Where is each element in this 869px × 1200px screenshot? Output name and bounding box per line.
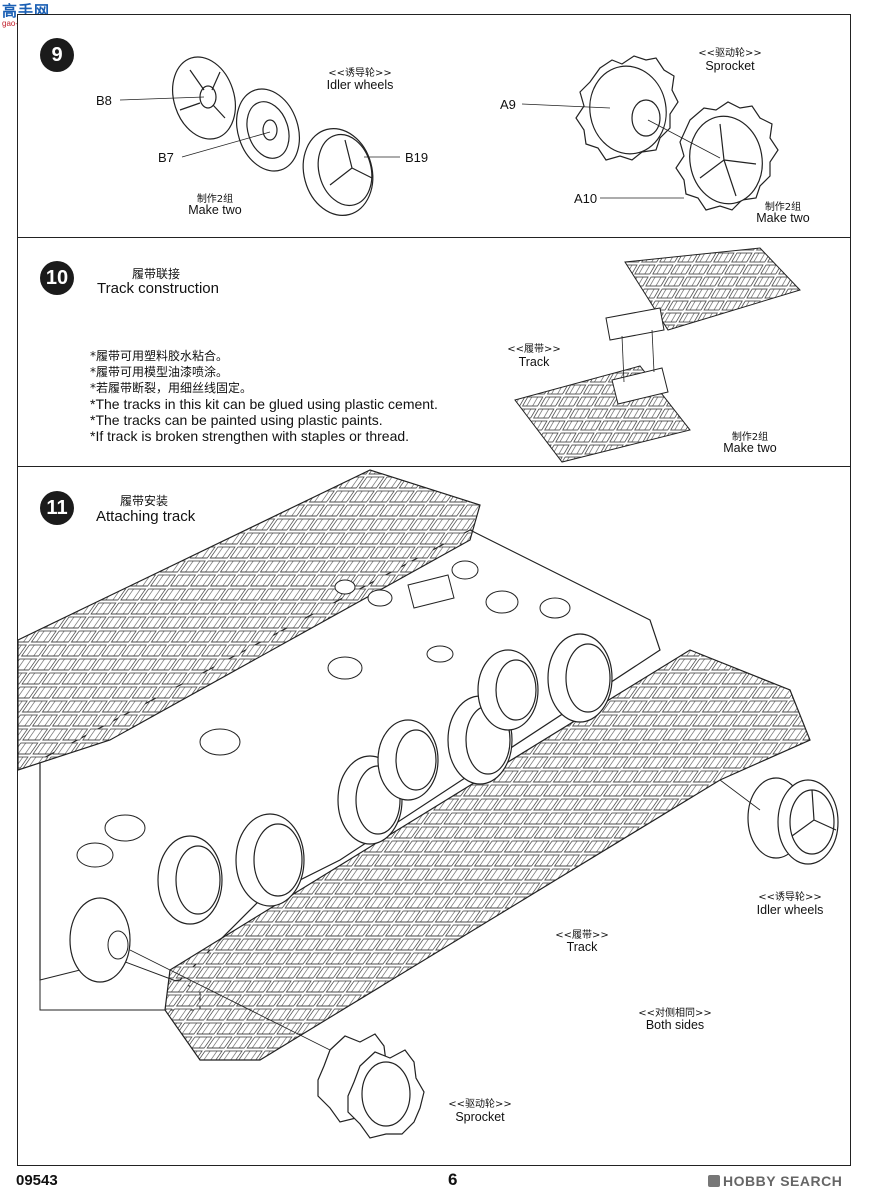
step-11-track-en: Track — [566, 940, 598, 954]
note-cn-2: *履带可用模型油漆喷涂。 — [90, 365, 229, 379]
step-10-number: 10 — [40, 261, 74, 295]
attaching-track-drawing — [17, 469, 839, 1139]
part-b7: B7 — [158, 150, 174, 165]
step-11-title-cn: 履带安装 — [120, 494, 169, 508]
step-11-sprocket-cn: <<驱动轮>> — [448, 1099, 512, 1110]
track-construction-drawing — [514, 247, 801, 463]
step-10-title-cn: 履带联接 — [132, 267, 181, 281]
make-two-right-cn: 制作2组 — [764, 202, 802, 213]
idler-wheel-drawing — [119, 55, 779, 217]
note-en-3: *If track is broken strengthen with stap… — [90, 428, 410, 444]
sprocket-label-en: Sprocket — [705, 59, 755, 73]
note-en-1: *The tracks in this kit can be glued usi… — [90, 396, 438, 412]
watermark-icon — [708, 1175, 720, 1187]
step-11-title-en: Attaching track — [96, 508, 196, 525]
watermark-text: HOBBY SEARCH — [723, 1173, 843, 1189]
step-10-make-two-en: Make two — [723, 441, 777, 455]
make-two-right-en: Make two — [756, 211, 810, 225]
step-11-idler-cn: <<诱导轮>> — [758, 892, 822, 903]
idler-label-en: Idler wheels — [326, 78, 394, 92]
step-11-sprocket-en: Sprocket — [455, 1110, 505, 1124]
step-9-number: 9 — [40, 38, 74, 72]
step-10-notes: *履带可用塑料胶水粘合。 *履带可用模型油漆喷涂。 *若履带断裂，用细丝线固定。… — [90, 348, 520, 444]
idler-label-cn: <<诱导轮>> — [328, 68, 392, 79]
make-two-left-en: Make two — [188, 203, 242, 217]
watermark: HOBBY SEARCH — [708, 1173, 842, 1189]
step-10-title-en: Track construction — [97, 280, 219, 297]
step-11-number: 11 — [40, 491, 74, 525]
step-10-make-two-cn: 制作2组 — [731, 432, 769, 443]
part-a10: A10 — [574, 191, 598, 206]
sprocket-label-cn: <<驱动轮>> — [698, 48, 762, 59]
track-label-cn: <<履带>> — [507, 344, 561, 355]
note-en-2: *The tracks can be painted using plastic… — [90, 412, 383, 428]
part-b19: B19 — [405, 150, 429, 165]
track-label-en: Track — [518, 355, 550, 369]
page-number: 6 — [448, 1170, 458, 1189]
note-cn-3: *若履带断裂，用细丝线固定。 — [90, 381, 253, 395]
both-sides-en: Both sides — [645, 1018, 705, 1032]
kit-code: 09543 — [16, 1172, 58, 1189]
part-a9: A9 — [500, 97, 516, 112]
part-b8: B8 — [96, 93, 112, 108]
both-sides-cn: <<对侧相同>> — [638, 1008, 712, 1019]
make-two-left-cn: 制作2组 — [196, 194, 234, 205]
step-11-track-cn: <<履带>> — [555, 930, 609, 941]
step-11-idler-en: Idler wheels — [756, 903, 824, 917]
note-cn-1: *履带可用塑料胶水粘合。 — [90, 349, 229, 363]
